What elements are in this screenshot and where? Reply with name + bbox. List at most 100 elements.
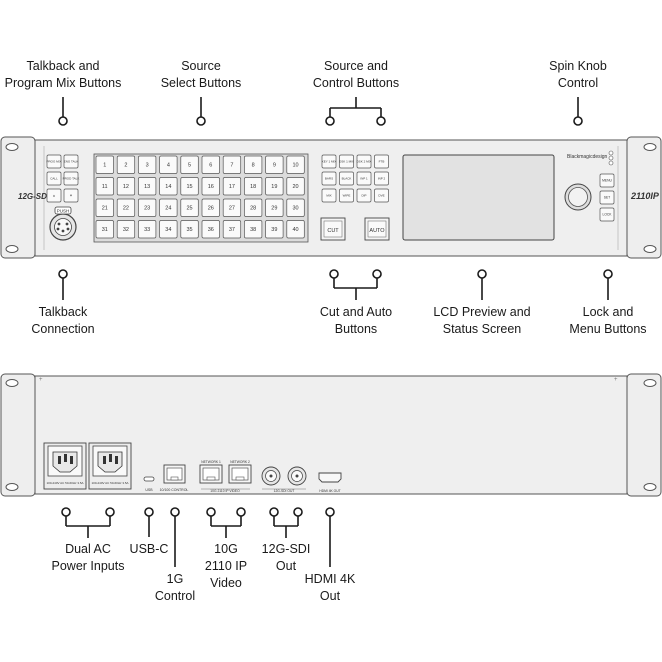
source-button-32[interactable]: 32 [116,220,136,239]
control-button-4[interactable]: FTB [374,154,389,169]
source-button-18[interactable]: 18 [244,177,263,196]
auto-label: AUTO [369,228,385,234]
power-rating-2: 100-240V AC 50-60Hz 3.5A [91,481,128,485]
source-button-9[interactable]: 9 [265,155,284,174]
network-1-port[interactable] [199,464,223,484]
source-button-16[interactable]: 16 [201,177,220,196]
talkback-button-6[interactable]: ▼ [63,188,79,203]
source-button-39[interactable]: 39 [265,220,284,239]
control-button-12[interactable]: DVE [374,188,389,203]
source-button-3-label: 3 [146,163,149,169]
source-button-10[interactable]: 10 [286,155,305,174]
control-button-7[interactable]: INP 1 [356,171,372,186]
source-button-8-label: 8 [252,163,255,169]
talkback-button-5-label: ▲ [53,194,56,198]
control-button-10[interactable]: WIPE [339,188,354,203]
talkback-button-4[interactable]: PROD TALK [63,171,80,186]
control-button-5-label: BARS [325,177,333,181]
control-ethernet-port[interactable] [163,464,186,484]
source-button-12[interactable]: 12 [116,177,136,196]
talkback-button-3[interactable]: CALL [46,171,62,186]
rack-hole [5,379,19,387]
source-button-14[interactable]: 14 [159,177,178,196]
source-button-31[interactable]: 31 [95,220,114,239]
source-button-31-label: 31 [102,227,108,233]
source-button-34[interactable]: 34 [159,220,178,239]
source-button-36[interactable]: 36 [201,220,220,239]
sdi-out-bnc-1[interactable] [261,466,281,486]
source-button-1[interactable]: 1 [95,155,114,174]
source-button-33-label: 33 [144,227,150,233]
source-button-40[interactable]: 40 [286,220,305,239]
source-button-25[interactable]: 25 [180,198,199,217]
source-button-26[interactable]: 26 [201,198,220,217]
source-button-20-label: 20 [292,184,298,190]
source-button-28[interactable]: 28 [244,198,263,217]
source-button-3[interactable]: 3 [138,155,157,174]
menu-button-set-label: SET [604,196,610,200]
source-button-36-label: 36 [208,227,214,233]
source-button-29[interactable]: 29 [265,198,284,217]
rear-right-rack-ear [626,373,662,497]
source-button-15[interactable]: 15 [180,177,199,196]
sdi-out-bnc-2[interactable] [287,466,307,486]
source-button-6[interactable]: 6 [201,155,220,174]
control-button-6-label: BLACK [342,177,352,181]
source-button-5[interactable]: 5 [180,155,199,174]
source-button-24[interactable]: 24 [159,198,178,217]
control-button-11[interactable]: DIP [356,188,372,203]
hdmi-port-label: HDMI 4K OUT [319,489,340,493]
talkback-button-5[interactable]: ▲ [46,188,62,203]
network-2-port[interactable] [228,464,252,484]
talkback-button-4-label: PROD TALK [63,177,80,181]
source-button-19[interactable]: 19 [265,177,284,196]
source-button-27[interactable]: 27 [222,198,242,217]
menu-button-set[interactable]: SET [599,190,615,205]
svg-text:+: + [39,377,43,383]
source-button-2-label: 2 [124,163,127,169]
control-button-5[interactable]: BARS [321,171,337,186]
callout-lines [62,97,609,567]
source-button-35[interactable]: 35 [180,220,199,239]
source-button-23[interactable]: 23 [138,198,157,217]
source-button-8[interactable]: 8 [244,155,263,174]
source-button-33[interactable]: 33 [138,220,157,239]
source-button-21-label: 21 [102,206,108,212]
source-button-37[interactable]: 37 [222,220,242,239]
source-button-17[interactable]: 17 [222,177,242,196]
talkback-button-1[interactable]: PROG MIX [46,154,62,169]
menu-button-lock[interactable]: LOCK [599,207,615,222]
control-button-4-label: FTB [379,160,385,164]
control-button-3-label: DSK 2 MIX [357,160,372,164]
usb-c-port[interactable] [143,476,155,482]
power-inlet-1[interactable]: 100-240V AC 50-60Hz 3.5A [43,442,87,490]
control-button-6[interactable]: BLACK [339,171,354,186]
hdmi-out-port[interactable] [318,472,342,483]
power-inlet-2[interactable]: 100-240V AC 50-60Hz 3.5A [88,442,132,490]
talkback-button-2[interactable]: ENG TALK [63,154,79,169]
source-button-2[interactable]: 2 [116,155,136,174]
control-button-2[interactable]: DSK 1 MIX [339,154,354,169]
control-button-8[interactable]: INP 2 [374,171,389,186]
source-button-21[interactable]: 21 [95,198,114,217]
menu-button-menu[interactable]: MENU [599,173,615,188]
source-button-7[interactable]: 7 [222,155,242,174]
source-button-38[interactable]: 38 [244,220,263,239]
source-button-13[interactable]: 13 [138,177,157,196]
control-button-3[interactable]: DSK 2 MIX [357,154,372,169]
control-button-1[interactable]: KEY 1 MIX [321,154,337,169]
source-button-22[interactable]: 22 [116,198,136,217]
source-button-30[interactable]: 30 [286,198,305,217]
rack-hole [643,143,657,151]
control-button-9-label: MIX [326,194,331,198]
network-1-label: NETWORK 1 [201,460,221,464]
control-button-9[interactable]: MIX [321,188,337,203]
source-button-20[interactable]: 20 [286,177,305,196]
source-button-4[interactable]: 4 [159,155,178,174]
source-button-11[interactable]: 11 [95,177,114,196]
